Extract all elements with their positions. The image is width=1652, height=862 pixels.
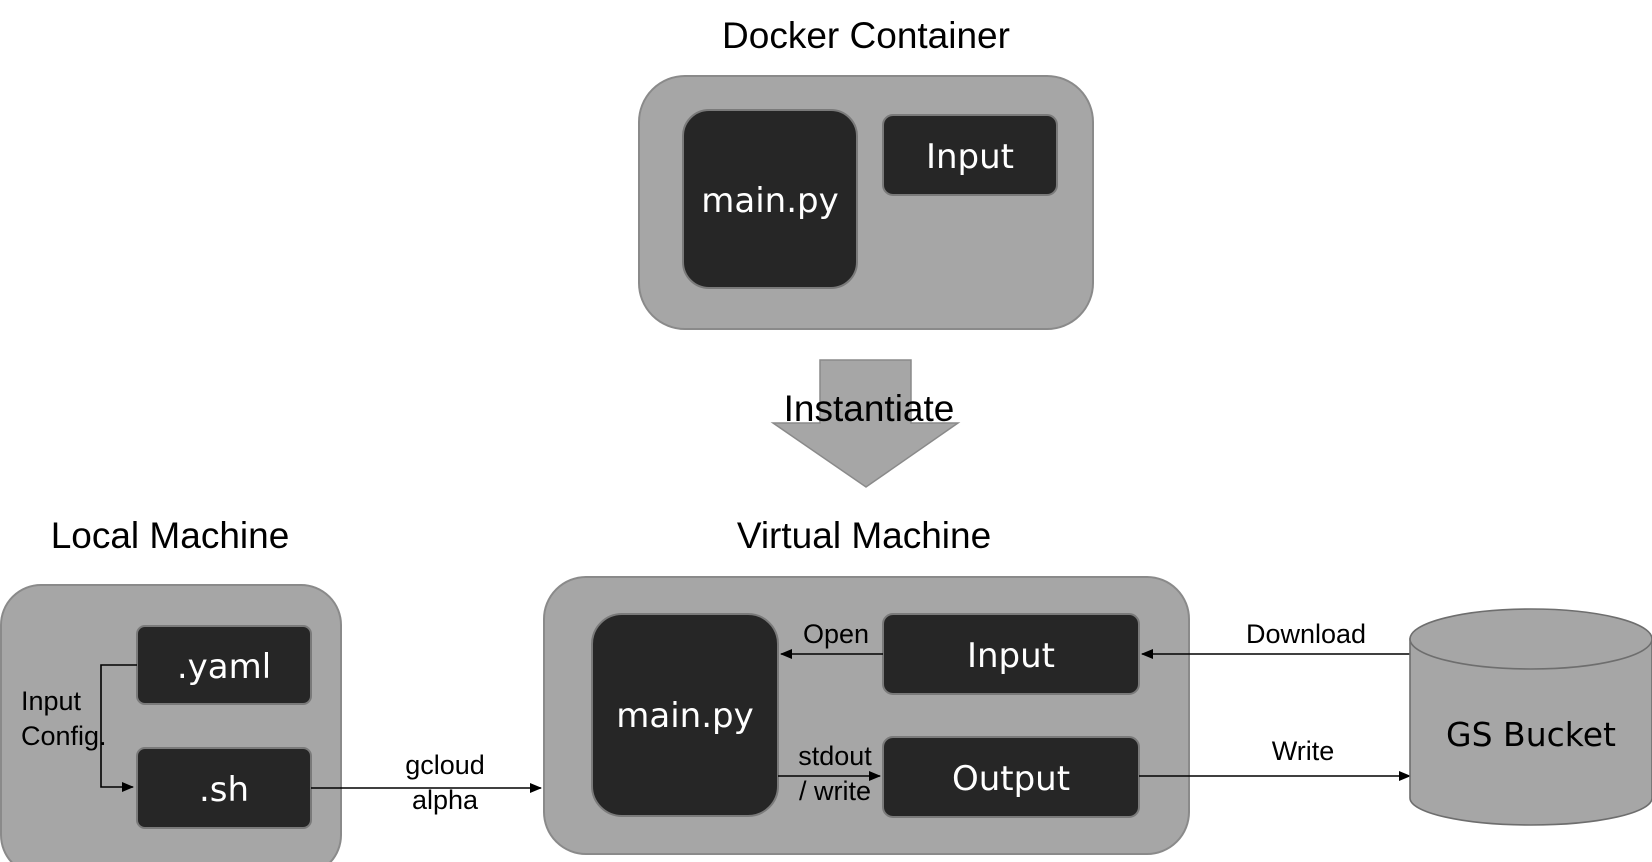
download-label: Download [1246,619,1366,649]
local-machine-group: Local Machine .yaml .sh Input Config. [0,515,342,862]
vm-input-label: Input [967,636,1055,676]
local-machine-title: Local Machine [51,515,290,556]
vm-output-box [882,736,1140,818]
input-config-label-line1: Input [21,686,82,716]
bucket-top [1409,608,1652,670]
instantiate-arrow-shape [770,359,961,488]
write-label: Write [1272,736,1335,766]
gcloud-label-line2: alpha [412,785,479,815]
gcloud-label-line1: gcloud [405,750,485,780]
vm-main-py-label: main.py [616,696,753,736]
docker-container-title: Docker Container [722,15,1010,56]
gs-bucket-cylinder: GS Bucket [1409,608,1652,826]
docker-container-group: Docker Container main.py Input [638,15,1094,330]
virtual-machine-group: Virtual Machine main.py Input Output [543,515,1190,855]
vm-main-py-box [591,613,779,817]
open-edge: Open [780,619,883,659]
input-config-label-line2: Config. [21,721,107,751]
docker-input-label: Input [926,137,1014,177]
sh-file-label: .sh [199,770,249,810]
download-edge: Download [1141,619,1411,659]
write-edge: Write [1139,736,1411,781]
bucket-body [1409,638,1652,826]
gs-bucket-label: GS Bucket [1446,715,1616,754]
open-label: Open [803,619,869,649]
yaml-file-label: .yaml [177,647,271,687]
instantiate-label: Instantiate [784,388,955,429]
stdout-label-line2: / write [799,776,871,806]
stdout-write-edge: stdout / write [778,741,881,806]
virtual-machine-title: Virtual Machine [737,515,991,556]
vm-output-label: Output [952,759,1070,799]
gcloud-alpha-edge: gcloud alpha [311,750,542,815]
stdout-label-line1: stdout [798,741,872,771]
docker-main-py-label: main.py [701,181,838,221]
docker-main-py-box [682,109,858,289]
instantiate-arrow: Instantiate [770,359,961,488]
input-config-connector [100,664,137,792]
docker-input-box [882,114,1058,196]
